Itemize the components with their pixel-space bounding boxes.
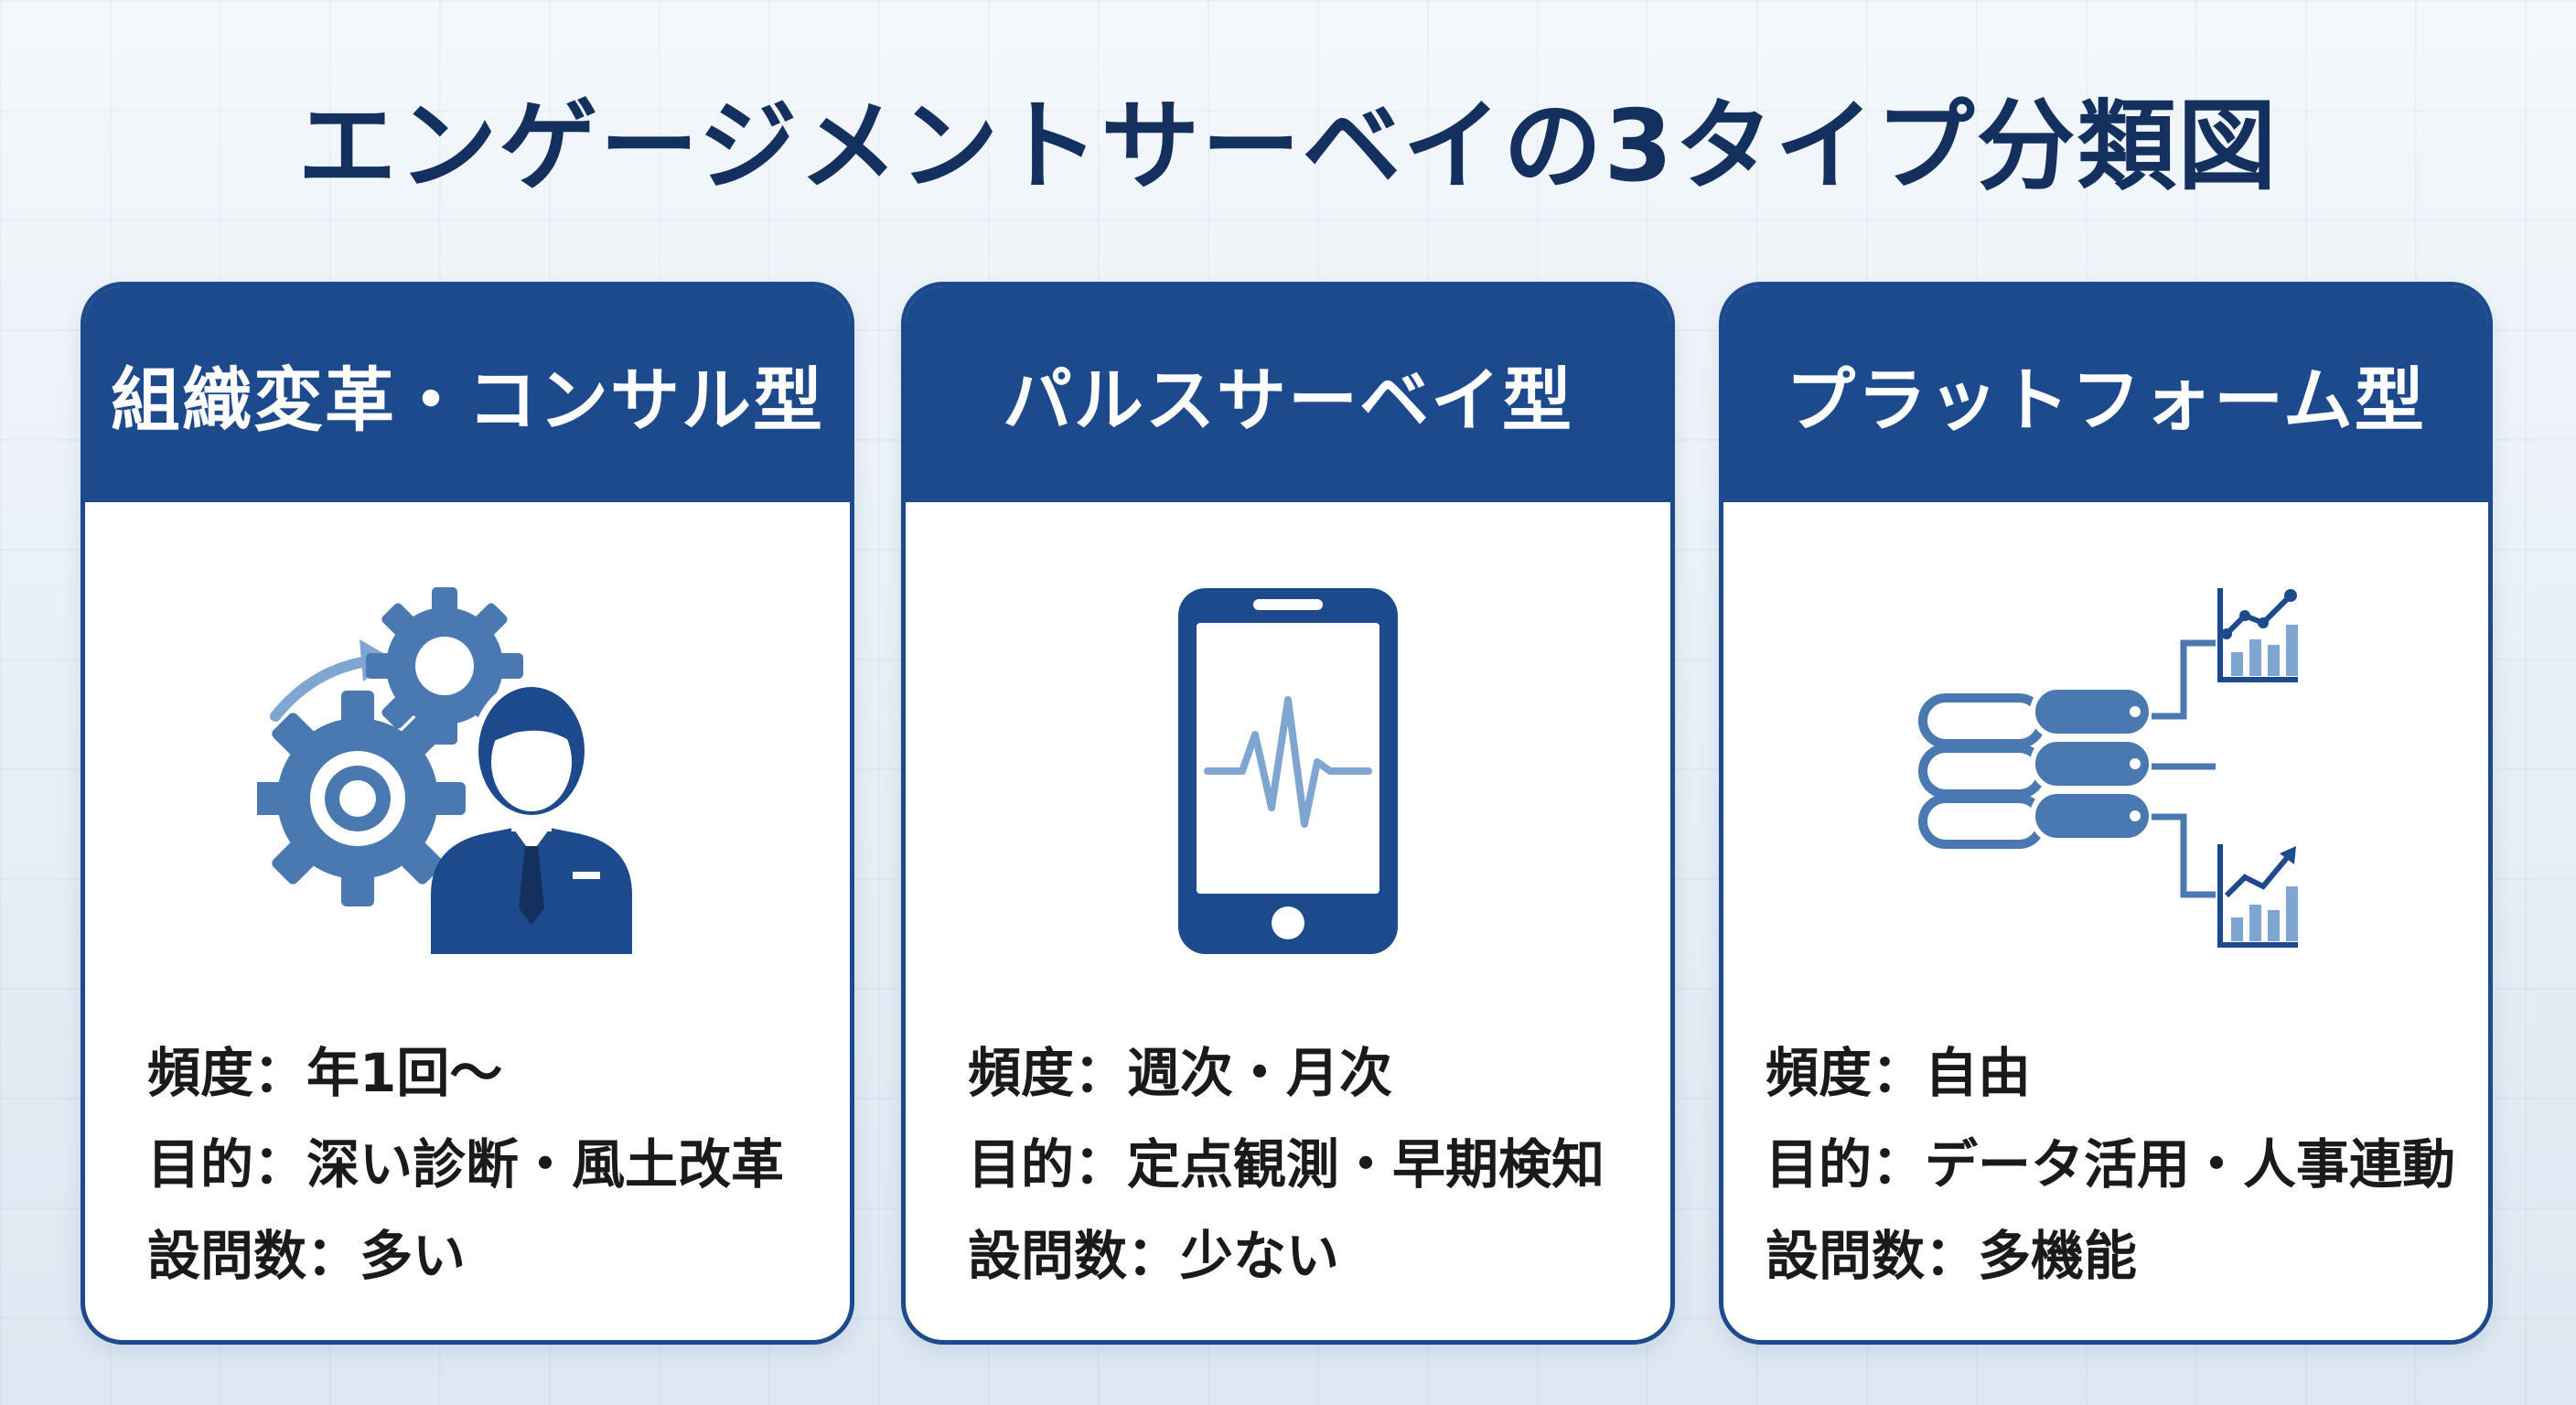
- card-pulse-survey: パルスサーベイ型 頻度：週次・月次 目的：定点観測・早期検知 設問数：少ない: [901, 282, 1675, 1345]
- purpose-text: 目的：定点観測・早期検知: [968, 1133, 1605, 1196]
- question-count-text: 設問数：多い: [147, 1225, 467, 1287]
- card-info: 頻度：自由 目的：データ活用・人事連動 設問数：多機能: [1766, 1027, 2470, 1302]
- gears-businessman-icon: [85, 533, 850, 1009]
- card-platform: プラットフォーム型: [1719, 282, 2493, 1345]
- card-info: 頻度：週次・月次 目的：定点観測・早期検知 設問数：少ない: [968, 1027, 1652, 1302]
- frequency-text: 頻度：年1回〜: [147, 1042, 503, 1104]
- purpose-text: 目的：深い診断・風土改革: [147, 1133, 785, 1196]
- smartphone-pulse-icon: [906, 533, 1670, 1009]
- card-header: プラットフォーム型: [1723, 286, 2488, 502]
- purpose-text: 目的：データ活用・人事連動: [1766, 1133, 2456, 1196]
- frequency-text: 頻度：自由: [1766, 1042, 2032, 1104]
- question-count-text: 設問数：少ない: [968, 1225, 1340, 1287]
- page-title: エンゲージメントサーベイの3タイプ分類図: [297, 90, 2279, 204]
- database-charts-icon: [1723, 533, 2488, 1009]
- card-header: 組織変革・コンサル型: [85, 286, 850, 502]
- card-header: パルスサーベイ型: [906, 286, 1670, 502]
- question-count-text: 設問数：多機能: [1766, 1225, 2138, 1287]
- frequency-text: 頻度：週次・月次: [968, 1042, 1393, 1104]
- card-info: 頻度：年1回〜 目的：深い診断・風土改革 設問数：多い: [147, 1027, 832, 1302]
- card-consulting: 組織変革・コンサル型: [80, 282, 854, 1345]
